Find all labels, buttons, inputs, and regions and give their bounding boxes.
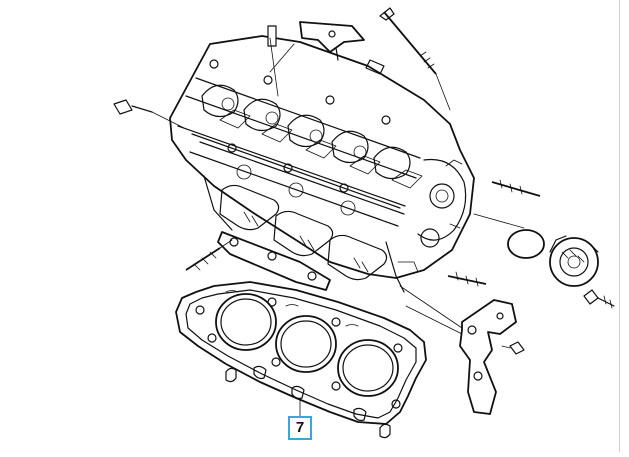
head-lower-flank xyxy=(204,176,418,292)
part-callout-7[interactable]: 7 xyxy=(288,416,312,440)
cam-cover-cap xyxy=(550,236,598,286)
head-bolt-long xyxy=(380,8,450,110)
stud-left xyxy=(186,240,232,270)
bolt-right xyxy=(584,290,614,308)
dowel-pins xyxy=(226,368,390,437)
o-ring xyxy=(508,230,544,258)
upper-bracket xyxy=(270,22,364,72)
cylinder-head-gasket xyxy=(176,282,426,424)
studs-right xyxy=(448,180,540,286)
stud-top xyxy=(268,26,384,96)
cylinder-head xyxy=(170,36,474,290)
plug-bolt-left xyxy=(114,100,184,128)
engine-bracket xyxy=(400,286,524,414)
frame-edge xyxy=(619,0,620,452)
